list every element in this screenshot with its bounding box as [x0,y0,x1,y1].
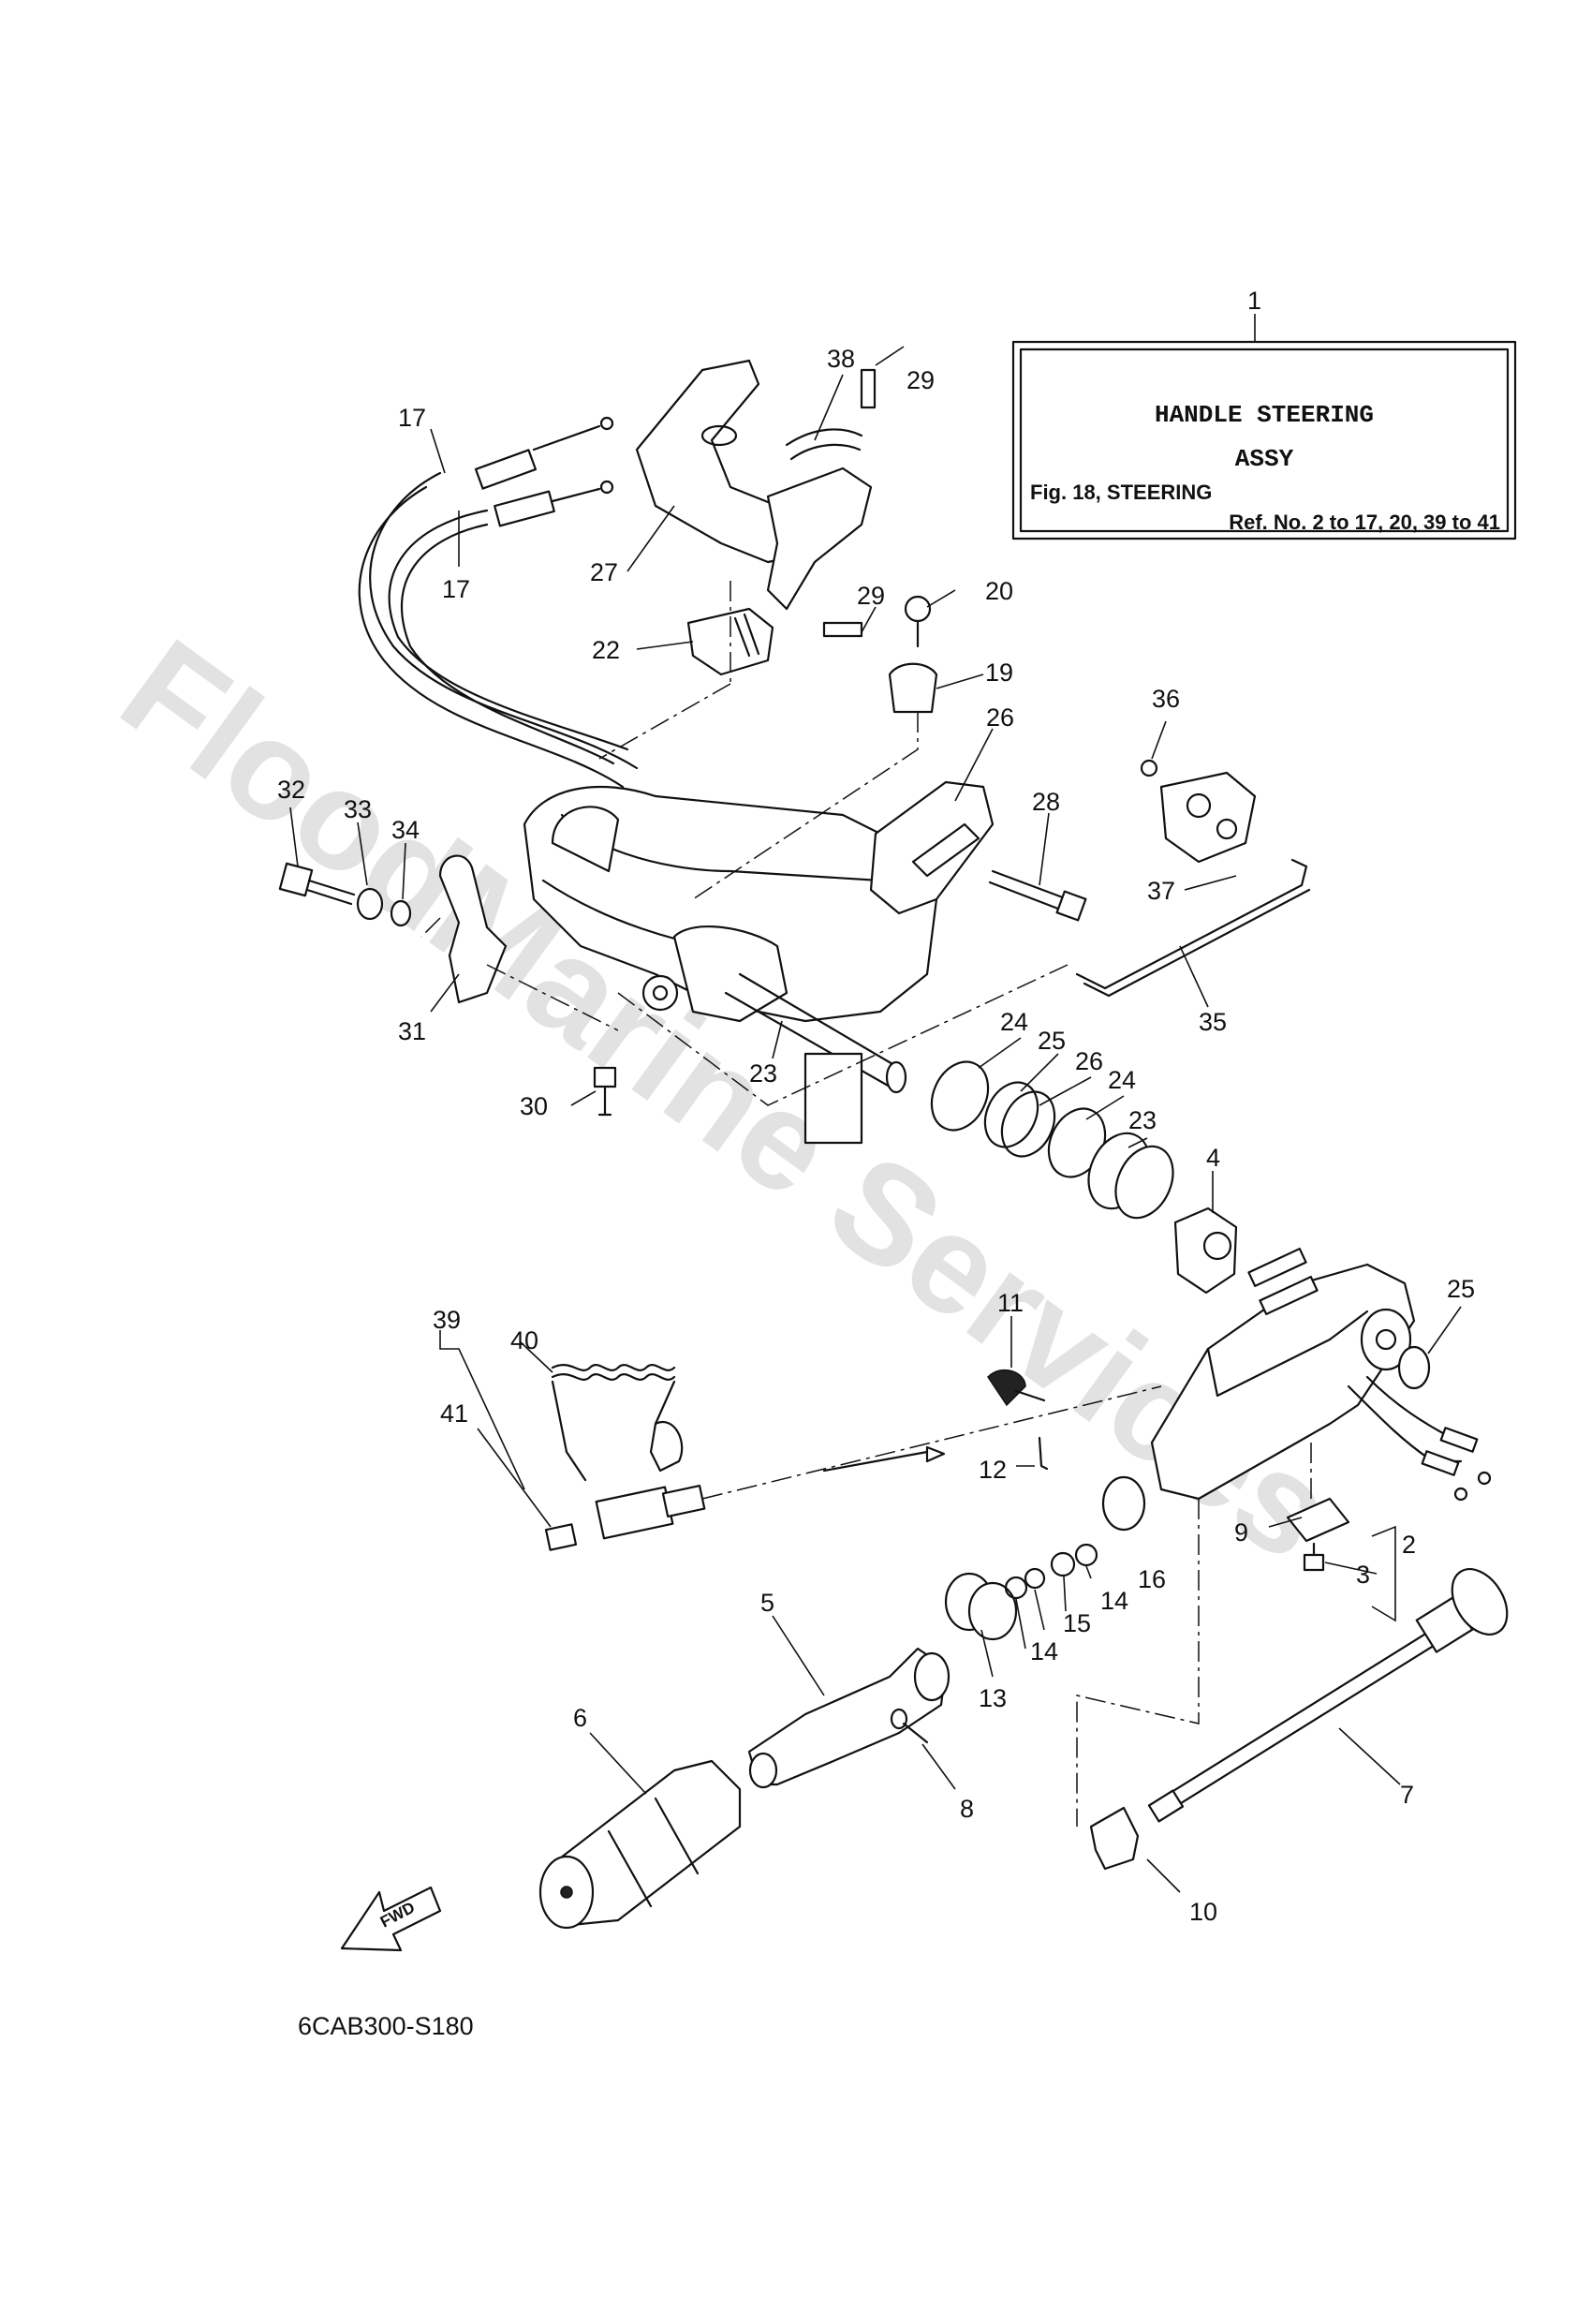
callout-7: 7 [1400,1781,1414,1809]
callout-40: 40 [510,1326,538,1354]
washer-34 [390,899,412,927]
shaft-20 [724,972,907,1145]
steering-bracket [523,785,938,1023]
callout-15: 15 [1063,1609,1091,1637]
callout-22: 23 [1128,1106,1157,1134]
kill-switch-39 [595,1385,1162,1540]
callout-3: 3 [1356,1561,1370,1589]
info-box: HANDLE STEERING ASSY Fig. 18, STEERING R… [1011,340,1517,540]
info-box-line2: ASSY [1235,445,1294,473]
callout-32: 32 [277,776,305,804]
callout-2: 2 [1402,1531,1416,1559]
callout-33: 33 [344,795,372,823]
callout-26: 26 [986,703,1014,732]
grip-6 [538,1759,742,1930]
callout-29a: 29 [906,366,935,394]
washer-14a [1004,1576,1028,1600]
info-box-line4: Ref. No. 2 to 17, 20, 39 to 41 [1229,511,1500,534]
bolt-32 [278,862,356,906]
callout-13: 13 [979,1684,1007,1712]
ring-23a [930,1060,990,1132]
callout-12: 12 [979,1456,1007,1484]
throttle-cables [358,416,639,789]
collar-33 [356,887,384,921]
callout-23a: 24 [1000,1008,1028,1036]
screw-3 [1303,1542,1325,1572]
clip-18 [888,662,938,714]
cap-41 [544,1523,578,1551]
leader-lines [289,346,1462,1893]
callout-9: 9 [1234,1518,1248,1547]
washer-14b [1050,1551,1076,1577]
knob-11 [987,1369,1026,1407]
callout-24b: 26 [1075,1047,1103,1075]
bolt-19 [904,595,932,623]
callout-38: 38 [827,345,855,373]
callout-27: 28 [1032,788,1060,816]
callout-10: 10 [1189,1898,1217,1926]
callout-28: 27 [590,558,618,586]
ring-24a [983,1081,1039,1148]
callout-11: 11 [997,1289,1024,1317]
callout-14b: 14 [1030,1637,1058,1665]
info-box-line1: HANDLE STEERING [1155,401,1374,429]
bolt-29b [822,621,863,638]
bolt-27 [988,869,1087,922]
callout-35: 35 [1199,1008,1227,1036]
callout-36: 36 [1152,685,1180,713]
tiller-body [1101,1247,1416,1532]
handle-bracket [635,359,873,611]
washer-16 [1074,1543,1098,1567]
callout-17a: 17 [398,404,426,432]
callout-labels: 1 17 17 38 29 27 29 20 22 19 26 36 32 33… [277,287,1475,1926]
callout-4: 4 [1206,1144,1220,1172]
callout-30: 30 [520,1092,548,1120]
callout-41: 41 [440,1399,468,1428]
callout-23b: 24 [1108,1066,1136,1094]
callout-6: 6 [573,1704,587,1732]
callout-21: 22 [592,636,620,664]
callout-19: 20 [985,577,1013,605]
callout-29b: 29 [857,582,885,610]
bolt-30 [593,1066,617,1117]
callout-20: 23 [749,1059,777,1088]
callout-31: 31 [398,1017,426,1045]
screw-8 [890,1708,929,1744]
callout-8: 8 [960,1795,974,1823]
throttle-shaft-7 [1147,1568,1509,1823]
plate-9 [1286,1497,1350,1543]
callout-39: 39 [433,1306,461,1334]
bushing-4 [1173,1206,1238,1295]
callout-18: 19 [985,659,1013,687]
collar-13 [944,1572,1018,1641]
diagram-code: 6CAB300-S180 [298,2012,474,2040]
cover-26 [869,780,995,915]
callout-37: 37 [1147,877,1175,905]
callout-14a: 14 [1100,1587,1128,1615]
ring-24b [1000,1090,1056,1158]
clamp-38 [785,428,863,447]
lanyard-40 [551,1364,684,1482]
pin-12 [1038,1436,1049,1471]
callout-16: 16 [1138,1565,1166,1593]
grip-core-5 [747,1647,951,1789]
block-21 [686,607,774,676]
switch-36 [1140,759,1257,864]
callout-1: 1 [1247,287,1261,315]
bushing-22 [1087,1132,1174,1220]
callout-25: 25 [1447,1275,1475,1303]
callout-34: 34 [391,816,420,844]
fwd-arrow-icon: FWD [340,1886,442,1952]
info-box-line3: Fig. 18, STEERING [1030,481,1212,504]
callout-5: 5 [760,1589,774,1617]
bolt-29a [860,368,877,409]
clamp-10 [1089,1806,1140,1871]
spring-15 [1024,1567,1046,1590]
rod-35 [1075,858,1308,990]
collar-25 [1397,1345,1431,1390]
callout-17b: 17 [442,575,470,603]
callout-24a: 25 [1038,1027,1066,1055]
